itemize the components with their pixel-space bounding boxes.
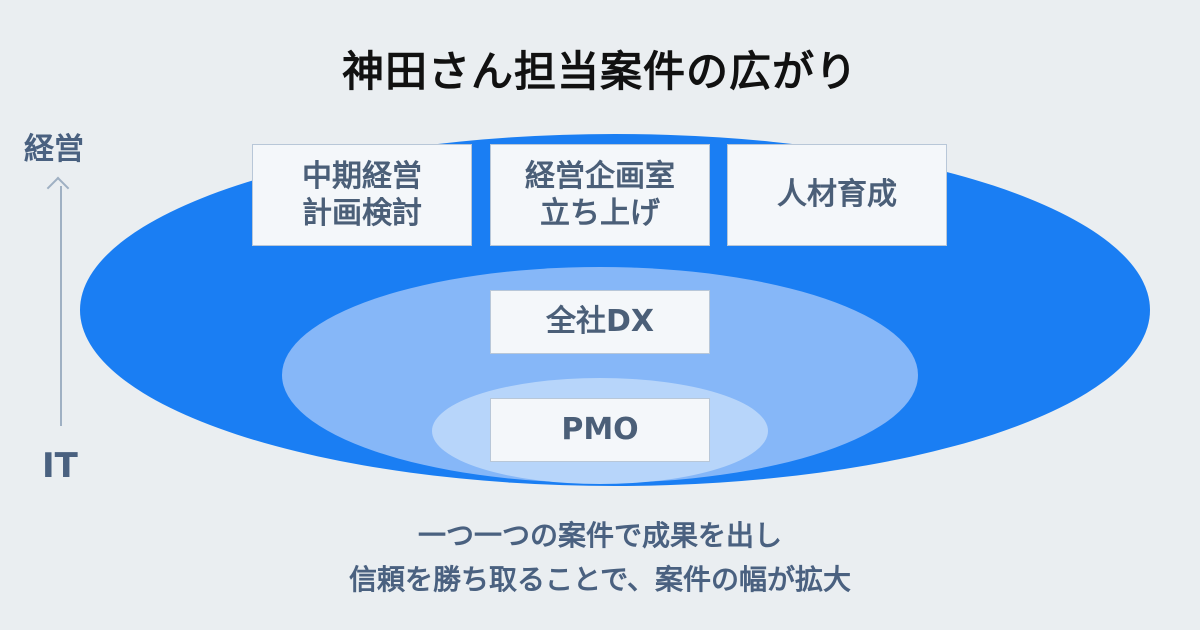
axis-label-bottom: IT bbox=[42, 446, 78, 486]
diagram-title: 神田さん担当案件の広がり bbox=[341, 47, 858, 96]
box-talent-development: 人材育成 bbox=[727, 144, 947, 246]
box-planning-office: 経営企画室 立ち上げ bbox=[490, 144, 710, 246]
caption-line-2: 信頼を勝ち取ることで、案件の幅が拡大 bbox=[348, 563, 852, 596]
axis-label-top: 経営 bbox=[24, 132, 84, 167]
box-company-dx: 全社DX bbox=[490, 290, 710, 354]
box-pmo: PMO bbox=[490, 398, 710, 462]
caption-line-1: 一つ一つの案件で成果を出し bbox=[417, 519, 782, 552]
arrow-up-icon bbox=[46, 176, 70, 200]
box-mid-term-plan: 中期経営 計画検討 bbox=[252, 144, 472, 246]
axis-line bbox=[60, 186, 62, 426]
